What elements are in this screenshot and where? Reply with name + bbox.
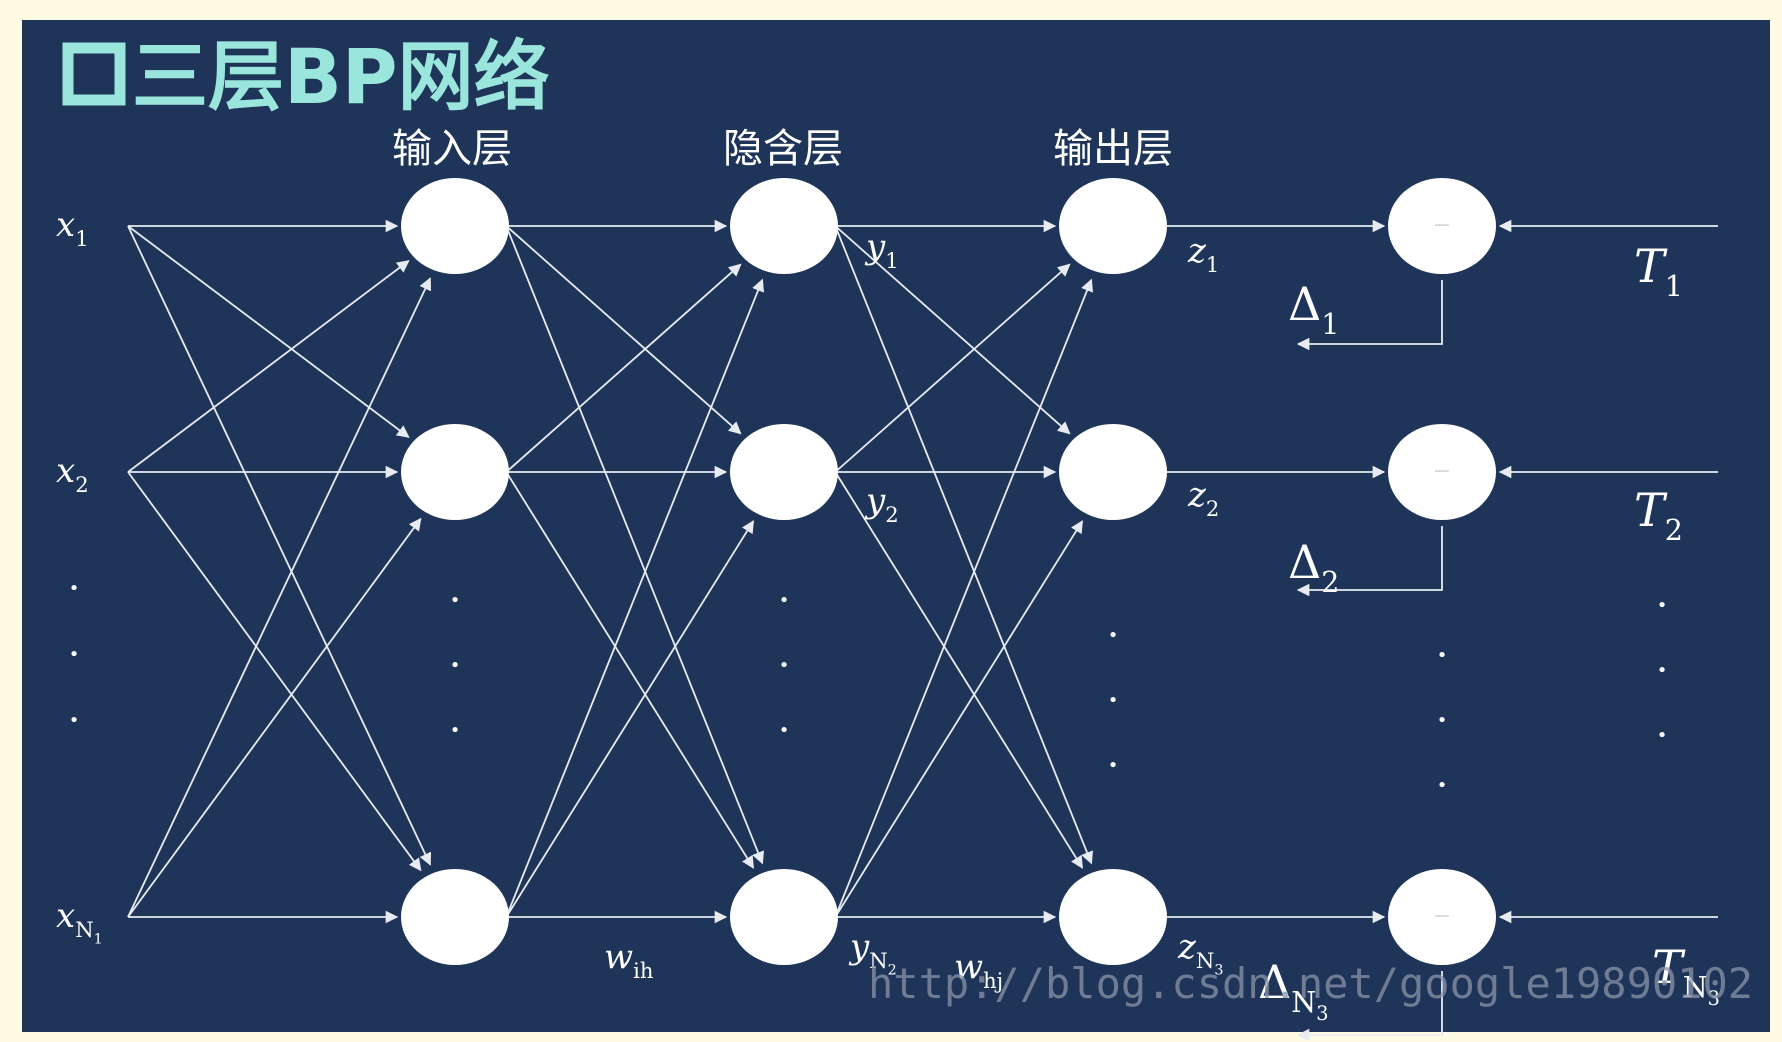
title-square-icon: [62, 42, 126, 106]
diagram-title: 三层BP网络: [132, 32, 550, 121]
ellipsis-dot-col3-1: •: [1108, 690, 1119, 711]
ellipsis-dot-col5-0: •: [1657, 595, 1668, 616]
input-layer-label: 输入层: [392, 126, 512, 172]
comparator-minus-2: −: [1433, 459, 1451, 484]
output-label-2: z2: [1187, 475, 1219, 521]
ellipsis-dot-col4-0: •: [1437, 645, 1448, 666]
edge-input-1-to-inputlayer-2: [127, 471, 422, 872]
edge-hidden-2-to-output-0: [834, 278, 1093, 918]
ellipsis-dot-col5-2: •: [1657, 725, 1668, 746]
edge-hidden-0-to-output-2: [834, 225, 1093, 865]
hidden-output-label-2: y2: [864, 481, 899, 527]
ellipsis-dot-col2-2: •: [779, 720, 790, 741]
comparator-minus-1: −: [1433, 213, 1451, 238]
output-label-3: zN3: [1177, 927, 1223, 978]
ellipsis-dot-col2-1: •: [779, 655, 790, 676]
hidden-node-3: [730, 869, 838, 965]
delta-label-2: Δ2: [1288, 535, 1339, 599]
target-label-1: T1: [1634, 239, 1683, 303]
edge-inputlayer-0-to-hidden-2: [505, 225, 764, 865]
delta-feedback-0: [1296, 280, 1443, 351]
hidden-node-1: [730, 178, 838, 274]
ellipsis-dot-col5-1: •: [1657, 660, 1668, 681]
target-label-3: TN3: [1652, 940, 1720, 1010]
watermark: http://blog.csdn.net/google19890102: [868, 959, 1753, 1008]
edge-inputlayer-1-to-hidden-0: [505, 263, 742, 473]
edge-input-2-to-inputlayer-1: [127, 517, 422, 918]
edge-hidden-0-to-output-1: [834, 225, 1071, 435]
comparator-minus-3: −: [1433, 904, 1451, 929]
edge-hidden-1-to-output-2: [834, 471, 1084, 869]
hidden-node-2: [730, 424, 838, 520]
edge-inputlayer-0-to-hidden-1: [505, 225, 742, 435]
delta-feedback-2: [1296, 971, 1443, 1042]
ellipsis-dot-col1-0: •: [450, 590, 461, 611]
input-node-2: [401, 424, 509, 520]
hidden-output-label-3: yN2: [848, 927, 897, 978]
output-node-2: [1059, 424, 1167, 520]
ellipsis-dot-col1-2: •: [450, 720, 461, 741]
output-node-1: [1059, 178, 1167, 274]
input-label-3: xN1: [56, 896, 103, 947]
weight-label-input-hidden: wih: [604, 937, 653, 983]
input-node-1: [401, 178, 509, 274]
ellipsis-dot-col0-1: •: [69, 644, 80, 665]
ellipsis-dots: • • • • • • • • • • • • • • • • • •: [69, 578, 1668, 796]
edge-hidden-2-to-output-1: [834, 520, 1084, 918]
edge-inputlayer-2-to-hidden-1: [505, 520, 755, 918]
output-node-3: [1059, 869, 1167, 965]
ellipsis-dot-col3-0: •: [1108, 625, 1119, 646]
hidden-output-label-1: y1: [864, 227, 899, 273]
comparator-node-2: [1388, 424, 1496, 520]
delta-label-1: Δ1: [1288, 277, 1339, 341]
edge-inputlayer-1-to-hidden-2: [505, 471, 755, 869]
edge-inputlayer-2-to-hidden-0: [505, 278, 764, 918]
ellipsis-dot-col2-0: •: [779, 590, 790, 611]
hidden-layer-label: 隐含层: [723, 126, 843, 172]
target-label-2: T2: [1634, 483, 1683, 547]
delta-label-3: ΔN3: [1258, 955, 1328, 1025]
ellipsis-dot-col0-2: •: [69, 710, 80, 731]
ellipsis-dot-col4-1: •: [1437, 710, 1448, 731]
edge-hidden-1-to-output-0: [834, 263, 1071, 473]
ellipsis-dot-col0-0: •: [69, 578, 80, 599]
edge-input-1-to-inputlayer-0: [127, 260, 410, 473]
input-label-1: x1: [56, 205, 89, 251]
comparator-node-1: [1388, 178, 1496, 274]
edge-input-0-to-inputlayer-2: [127, 225, 432, 866]
input-label-2: x2: [56, 451, 89, 497]
ellipsis-dot-col1-1: •: [450, 655, 461, 676]
weight-label-hidden-output: whj: [954, 947, 1003, 993]
delta-feedback-1: [1296, 526, 1443, 597]
input-node-3: [401, 869, 509, 965]
connection-lines: [127, 219, 1718, 1042]
edge-input-2-to-inputlayer-0: [127, 277, 432, 918]
edge-input-0-to-inputlayer-1: [127, 225, 410, 438]
comparator-node-3: [1388, 869, 1496, 965]
ellipsis-dot-col3-2: •: [1108, 755, 1119, 776]
output-label-1: z1: [1187, 231, 1219, 277]
output-layer-label: 输出层: [1053, 126, 1173, 172]
network-nodes: − − −: [401, 178, 1496, 965]
ellipsis-dot-col4-2: •: [1437, 775, 1448, 796]
